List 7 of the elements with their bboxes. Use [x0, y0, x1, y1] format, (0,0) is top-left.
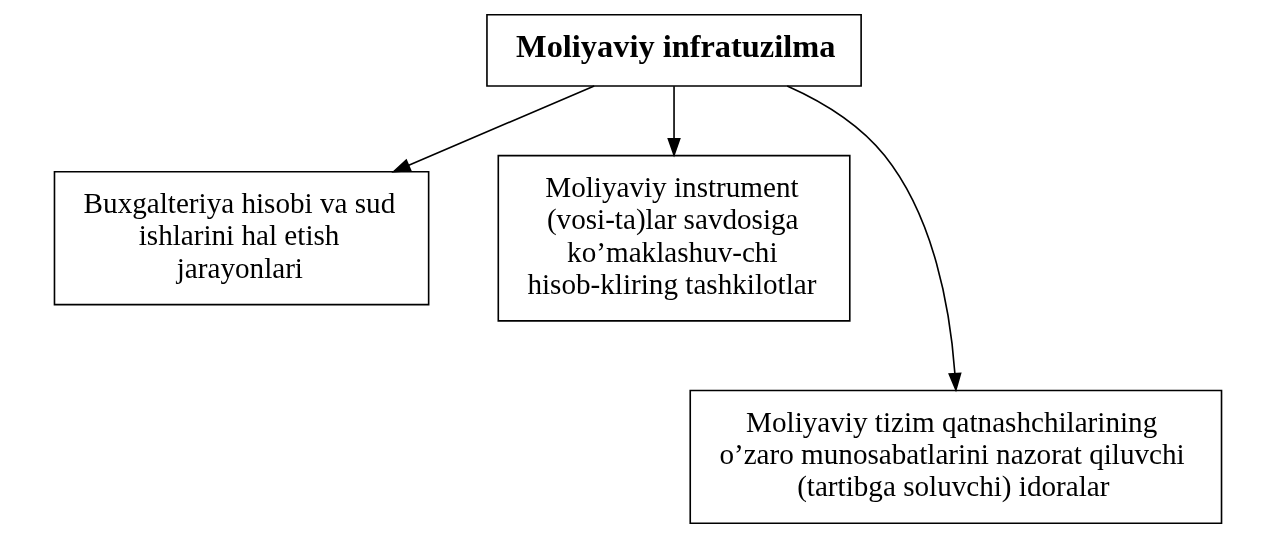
node-box: Moliyaviy tizim qatnashchilarining o’zaro munosabatlarini nazorat qiluvchi (tartibga soluvchi) idoralar	[688, 389, 1222, 525]
arrow	[785, 85, 962, 393]
node-box: Buxgalteriya hisobi va sud ishlarini hal etish jarayonlari	[53, 171, 429, 306]
node-box: Moliyaviy infratuzilma	[485, 13, 862, 87]
node-box: Moliyaviy instrument (vosi-ta)lar savdosiga ko’maklashuv-chi hisob-kliring tashkilotlar	[497, 154, 851, 322]
arrow	[666, 85, 681, 158]
arrow	[390, 85, 595, 173]
